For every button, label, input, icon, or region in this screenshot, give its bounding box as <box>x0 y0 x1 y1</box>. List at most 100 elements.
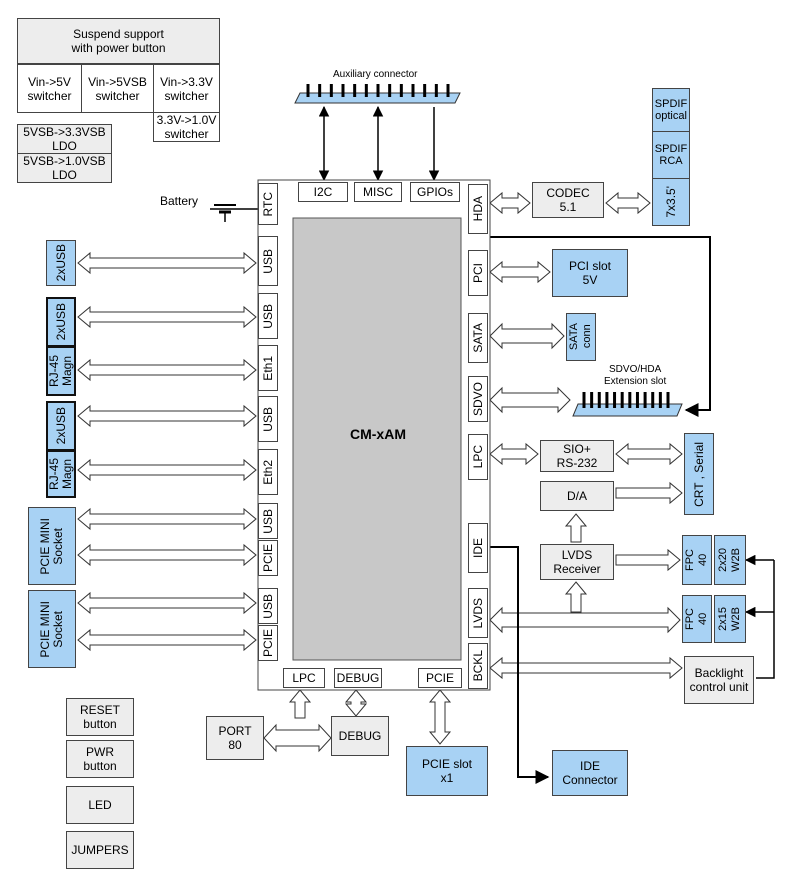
bus-lpc-sio <box>489 442 539 466</box>
bus-port80-debug <box>263 723 332 753</box>
bus-pcie-mini1-usb <box>77 507 257 531</box>
bus-lvds-receiver <box>564 581 588 613</box>
lpc-bottom-port: LPC <box>283 668 325 688</box>
bus-usb3 <box>77 404 257 428</box>
bus-codec-jack <box>605 191 651 215</box>
spdif-optical-block: SPDIF optical <box>652 88 690 132</box>
bus-sdvo <box>489 386 571 414</box>
spdif-rca-block: SPDIF RCA <box>652 131 690 179</box>
port80-block: PORT 80 <box>206 716 264 760</box>
i2c-port: I2C <box>298 182 348 202</box>
battery-symbol <box>210 204 258 222</box>
left-port-usb-3: USB <box>258 396 278 442</box>
pcie-bottom-port: PCIE <box>418 668 462 688</box>
rj45-block-2: RJ-45 Magn <box>46 450 76 498</box>
sdvo-extension-label: SDVO/HDA Extension slot <box>604 364 667 387</box>
aux-connector-shape <box>294 84 461 104</box>
suspend-support-box: Suspend support with power button <box>17 18 220 64</box>
w2b-block-2: 2x15 W2B <box>714 595 746 643</box>
backlight-control-unit: Backlight control unit <box>684 656 754 704</box>
w2b-block-1: 2x20 W2B <box>714 535 746 585</box>
right-port-pci: PCI <box>468 250 488 296</box>
misc-block-1: PWR button <box>66 740 134 778</box>
bus-pcie-mini1-pcie <box>77 543 257 567</box>
bus-da-crt <box>615 481 683 505</box>
bus-usb1 <box>77 251 257 275</box>
right-port-hda: HDA <box>468 184 488 234</box>
bus-lpc-port80 <box>288 689 312 719</box>
debug-block: DEBUG <box>331 716 389 756</box>
cpu-core <box>292 217 462 661</box>
usb-block-2: 2xUSB <box>46 297 76 347</box>
left-port-usb-5: USB <box>258 503 278 539</box>
crt-serial-block: CRT , Serial <box>684 433 714 515</box>
bus-pcie-mini2-usb <box>77 591 257 615</box>
bus-pci <box>489 260 551 284</box>
bus-bckl <box>489 656 683 680</box>
left-port-eth1-2: Eth1 <box>258 345 278 391</box>
sdvo-slot-shape <box>572 392 683 417</box>
pcie-mini-socket-2: PCIE MINI Socket <box>28 590 76 668</box>
pcie-mini-socket-1: PCIE MINI Socket <box>28 507 76 585</box>
codec-block: CODEC 5.1 <box>532 182 604 218</box>
bus-eth1 <box>77 358 257 382</box>
lvds-receiver-block: LVDS Receiver <box>540 544 614 580</box>
misc-block-0: RESET button <box>66 698 134 736</box>
vin-5vsb-switcher: Vin->5VSB switcher <box>81 64 154 113</box>
bus-debug <box>344 689 368 717</box>
ldo-3-3vsb: 5VSB->3.3VSB LDO <box>17 124 112 154</box>
audio-jack-block: 7x3.5' <box>652 178 690 226</box>
bus-pcie-mini2-pcie <box>77 628 257 652</box>
sio-rs232-block: SIO+ RS-232 <box>540 440 614 472</box>
bus-sio-crt <box>615 442 683 466</box>
bus-lvds-fpc2 <box>489 606 681 634</box>
bus-usb2 <box>77 305 257 329</box>
left-port-usb-0: USB <box>258 236 278 286</box>
ldo-1-0vsb: 5VSB->1.0VSB LDO <box>17 153 112 183</box>
ide-line <box>490 546 550 784</box>
right-port-lvds: LVDS <box>468 588 488 638</box>
bus-arrows <box>77 191 683 753</box>
right-port-sdvo: SDVO <box>468 376 488 422</box>
misc-block-2: LED <box>66 786 134 824</box>
left-port-pcie-8: PCIE <box>258 625 278 661</box>
battery-label: Battery <box>160 194 199 208</box>
rj45-block-1: RJ-45 Magn <box>46 346 76 396</box>
misc-port: MISC <box>354 182 402 202</box>
right-port-ide: IDE <box>468 523 488 573</box>
bus-hda-codec <box>489 191 531 215</box>
right-port-lpc: LPC <box>468 434 488 480</box>
hda-extension-line <box>490 236 711 417</box>
vin-5v-switcher: Vin->5V switcher <box>17 64 82 113</box>
right-port-bckl: BCKL <box>468 643 488 689</box>
bus-lvds-fpc1 <box>615 548 681 572</box>
usb-block-1: 2xUSB <box>46 240 76 286</box>
left-port-pcie-6: PCIE <box>258 540 278 576</box>
fpc-block-1: FPC 40 <box>682 535 712 585</box>
bus-eth2 <box>77 458 257 482</box>
da-block: D/A <box>540 481 614 511</box>
bus-sata <box>489 322 565 350</box>
cpu-name: CM-xAM <box>350 426 406 442</box>
bus-lvds-da <box>564 513 588 543</box>
left-port-eth2-4: Eth2 <box>258 449 278 495</box>
sata-conn-block: SATA conn <box>566 313 596 361</box>
w2b-feedback-line <box>756 560 775 679</box>
left-port-usb-1: USB <box>258 293 278 339</box>
gpios-port: GPIOs <box>410 182 460 202</box>
rtc-port: RTC <box>258 183 278 225</box>
pcie-slot-block: PCIE slot x1 <box>406 746 488 796</box>
vin-3-3v-switcher: Vin->3.3V switcher <box>153 64 220 113</box>
left-port-usb-7: USB <box>258 588 278 624</box>
bus-pcie-slot <box>428 689 452 745</box>
aux-connector-label: Auxiliary connector <box>333 69 418 80</box>
pci-slot-block: PCI slot 5V <box>552 249 628 297</box>
usb-block-3: 2xUSB <box>46 401 76 451</box>
debug-bottom-port: DEBUG <box>334 668 382 688</box>
fpc-block-2: FPC 40 <box>682 595 712 643</box>
ide-connector-block: IDE Connector <box>552 750 628 796</box>
right-port-sata: SATA <box>468 313 488 363</box>
3-3v-1-0v-switcher: 3.3V->1.0V switcher <box>153 112 220 142</box>
